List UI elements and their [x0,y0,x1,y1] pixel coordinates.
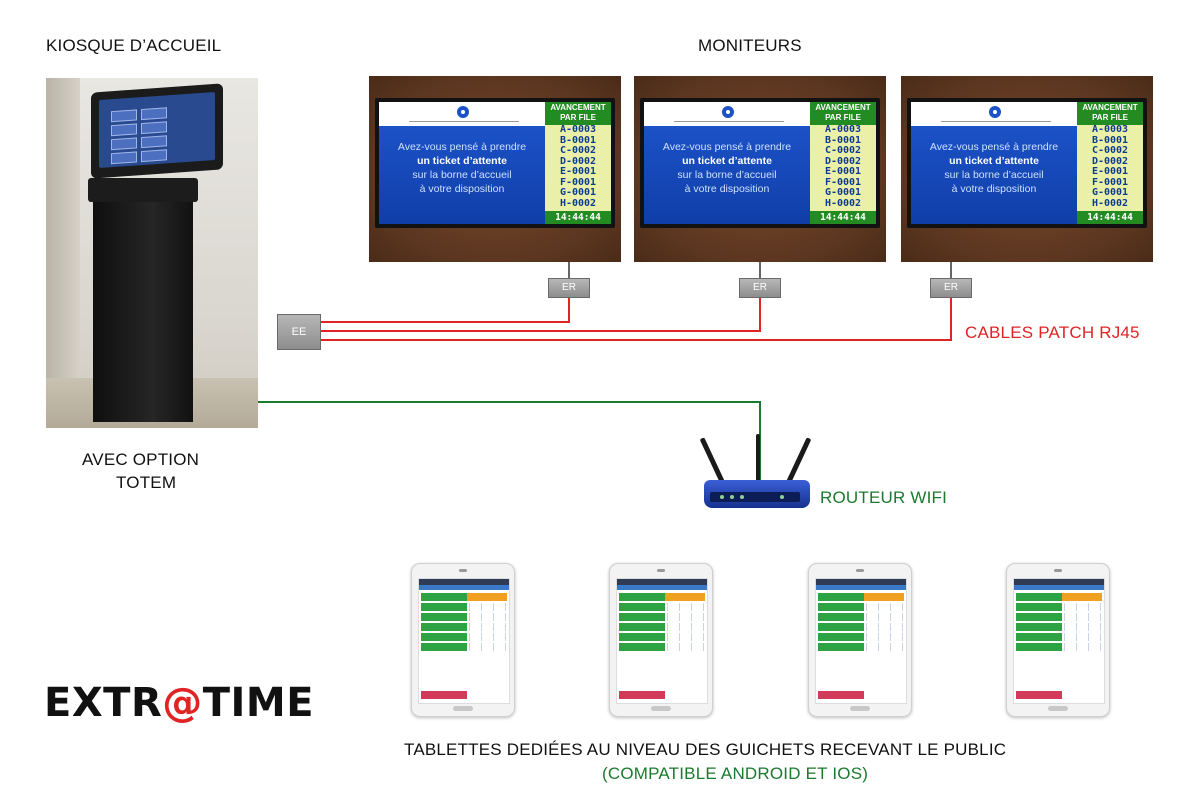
cable-to-monitor2 [320,296,761,332]
ticket: A-0003 [1091,124,1129,135]
ticket: A-0003 [559,124,597,135]
ticket: A-0003 [824,124,862,135]
monitors-title: MONITEURS [698,36,802,55]
monitor-2: Avez-vous pensé à prendre un ticket d’at… [634,76,886,262]
er-box-1: ER [548,278,590,298]
er-box-2: ER [739,278,781,298]
waiting-message: Avez-vous pensé à prendre un ticket d’at… [397,141,527,195]
ticket: G-0001 [559,187,597,198]
waiting-message: Avez-vous pensé à prendre un ticket d’at… [929,141,1059,195]
ticket: H-0002 [1091,197,1129,209]
tablets-caption-line1: TABLETTES DEDIÉES AU NIVEAU DES GUICHETS… [404,740,1007,759]
kiosk-option-line2: TOTEM [116,473,177,492]
tablet-screen [616,578,708,704]
cable-to-monitor3 [320,296,952,341]
clock: 14:44:44 [545,211,611,224]
clock: 14:44:44 [810,211,876,224]
logo-icon [722,106,734,118]
kiosk-option-line1: AVEC OPTION [82,450,200,469]
ticket: E-0001 [824,166,862,177]
logo-icon [989,106,1001,118]
tablet-4 [1006,563,1110,717]
ticket: C-0002 [559,145,597,156]
ticket: D-0002 [824,155,862,167]
logo-icon [457,106,469,118]
tablet-2 [609,563,713,717]
ticket: C-0002 [1091,145,1129,156]
ticket: B-0001 [1091,134,1129,146]
ticket: H-0002 [559,197,597,209]
link-kiosk-router [258,401,761,480]
tablet-1 [411,563,515,717]
kiosk-printer [88,178,198,202]
kiosk-title: KIOSQUE D’ACCUEIL [46,36,222,55]
ticket: E-0001 [1091,166,1129,177]
kiosk-image [46,78,258,428]
brand-logo: EXTR@TIME [44,680,315,726]
kiosk-totem-stand [93,196,193,422]
ticket: E-0001 [559,166,597,177]
ticket: F-0001 [824,176,862,188]
ticket: F-0001 [1091,176,1129,188]
ticket: H-0002 [824,197,862,209]
ticket: B-0001 [824,134,862,146]
er-box-3: ER [930,278,972,298]
tablet-screen [1013,578,1105,704]
ee-box: EE [277,314,321,350]
monitor-3: Avez-vous pensé à prendre un ticket d’at… [901,76,1153,262]
tablet-screen [815,578,907,704]
ticket: G-0001 [1091,187,1129,198]
ticket: F-0001 [559,176,597,188]
wifi-router-icon [699,432,816,514]
ticket: C-0002 [824,145,862,156]
ticket: B-0001 [559,134,597,146]
router-label: ROUTEUR WIFI [820,488,948,507]
cables-label: CABLES PATCH RJ45 [965,323,1140,342]
clock: 14:44:44 [1077,211,1143,224]
waiting-message: Avez-vous pensé à prendre un ticket d’at… [662,141,792,195]
tablet-3 [808,563,912,717]
monitor-1: Avez-vous pensé à prendre un ticket d’at… [369,76,621,262]
ticket: D-0002 [1091,155,1129,167]
tablets-caption-line2: (COMPATIBLE ANDROID ET IOS) [602,764,869,783]
cable-to-monitor1 [320,296,570,323]
ticket: G-0001 [824,187,862,198]
tablet-screen [418,578,510,704]
ticket: D-0002 [559,155,597,167]
